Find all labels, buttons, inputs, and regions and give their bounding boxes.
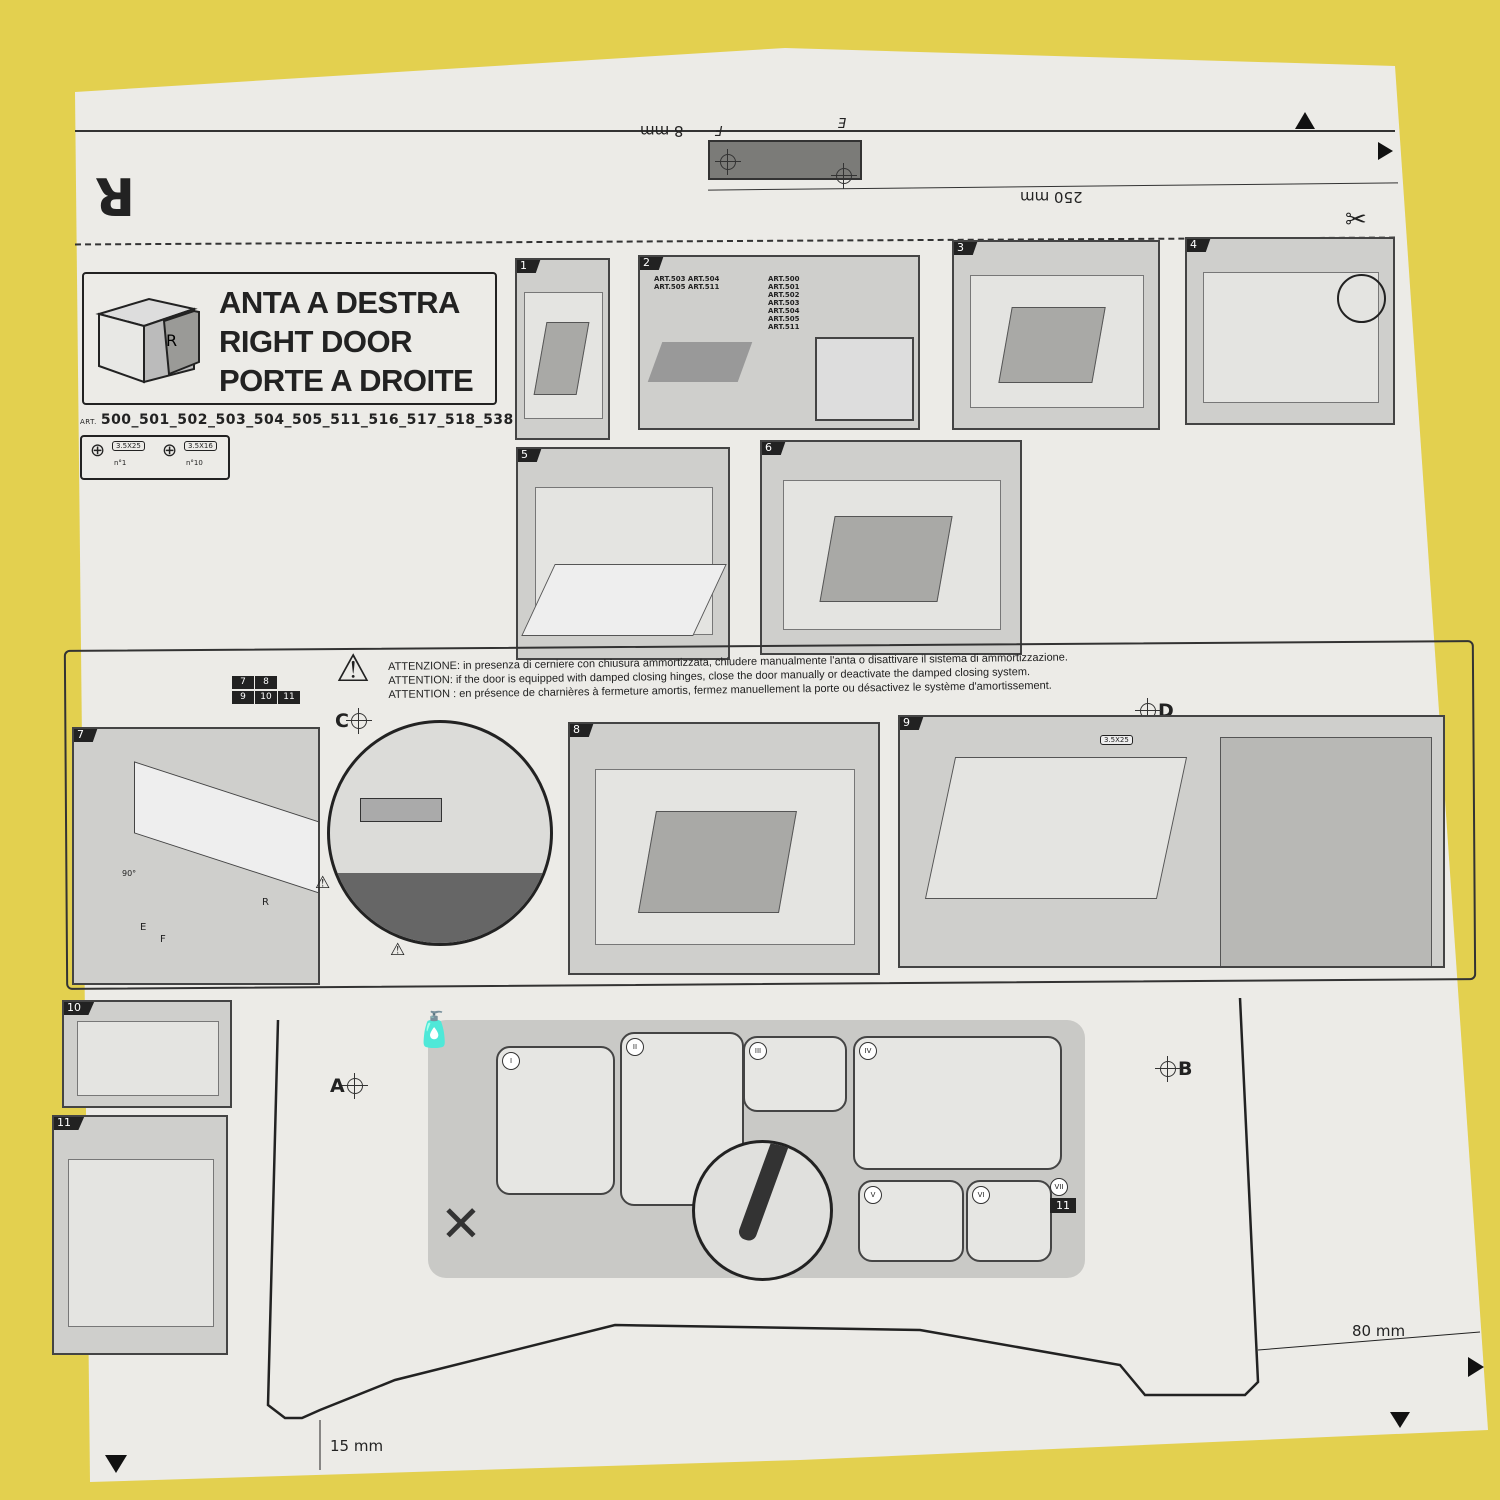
marker-c-label: C <box>335 710 349 732</box>
step-3-panel: 3 <box>952 240 1160 430</box>
cleaning-step-iv: IV <box>853 1036 1062 1170</box>
crosshair-icon <box>341 1073 368 1099</box>
cleaning-step-i: I <box>496 1046 615 1195</box>
step-2-panel: 2 ART.503 ART.504 ART.505 ART.511 ART.50… <box>638 255 920 430</box>
cleaning-step-v: V <box>858 1180 964 1262</box>
hole-marker-e <box>831 163 857 189</box>
screw-qty: n°10 <box>186 459 203 467</box>
cleaning-step-vii: VII 11 <box>1050 1178 1076 1213</box>
step-number: 7 <box>74 729 98 742</box>
step-numeral: VI <box>972 1186 990 1204</box>
crosshair-icon <box>1155 1056 1181 1082</box>
title-english: RIGHT DOOR <box>219 324 413 359</box>
step-numeral: II <box>626 1038 644 1056</box>
applies-step: 8 <box>255 676 277 689</box>
step-number: 1 <box>517 260 541 273</box>
applies-step: 11 <box>278 691 300 704</box>
screw-size: 3.5X25 <box>112 441 145 451</box>
warning-icon: ⚠ <box>390 940 406 960</box>
step-1-panel: 1 <box>515 258 610 440</box>
marker-b: B <box>1155 1056 1193 1082</box>
step-11-panel: 11 <box>52 1115 228 1355</box>
marker-c: C <box>335 708 372 734</box>
screw-qty: n°1 <box>114 459 127 467</box>
step-number: 11 <box>54 1117 85 1130</box>
marker-b-label: B <box>1178 1058 1193 1080</box>
applies-step: 10 <box>255 691 277 704</box>
point-f-label: F <box>160 934 166 945</box>
step-number: 9 <box>900 717 924 730</box>
step-numeral: III <box>749 1042 767 1060</box>
bottom-dimension: 15 mm <box>330 1437 384 1455</box>
scissors-icon: ✂ <box>1345 205 1367 235</box>
step-number: 3 <box>954 242 978 255</box>
alignment-triangle-icon <box>1390 1412 1410 1428</box>
hole-marker-f <box>715 149 741 175</box>
step-4-panel: 4 <box>1185 237 1395 425</box>
marker-a-label: A <box>330 1075 345 1097</box>
cut-guide-line <box>75 130 1395 132</box>
spray-bottle-icon: 🧴 <box>413 1010 456 1050</box>
art-prefix: ART. <box>80 418 97 426</box>
hinge-detail-circle <box>327 720 553 946</box>
title-italian: ANTA A DESTRA <box>219 285 460 320</box>
title-french: PORTE A DROITE <box>219 363 474 398</box>
template-strip <box>708 140 862 189</box>
step-numeral: V <box>864 1186 882 1204</box>
step-number: 10 <box>64 1002 95 1015</box>
screw-size: 3.5X25 <box>1100 735 1133 745</box>
step-reference: 11 <box>1050 1198 1076 1213</box>
screwdriver-detail-circle <box>692 1140 833 1281</box>
alignment-triangle-icon <box>1295 112 1315 129</box>
alignment-triangle-icon <box>105 1455 127 1473</box>
crosshair-icon <box>345 708 372 734</box>
marker-a: A <box>330 1073 368 1099</box>
screw-size: 3.5X16 <box>184 441 217 451</box>
no-solvent-icon: ✕ <box>440 1195 482 1253</box>
warning-icon: ⚠ <box>315 873 331 893</box>
step-5-panel: 5 <box>516 447 730 660</box>
step-numeral: I <box>502 1052 520 1070</box>
side-label: R <box>262 897 269 908</box>
step-numeral: IV <box>859 1042 877 1060</box>
art-list: 500_501_502_503_504_505_511_516_517_518_… <box>100 412 514 428</box>
applies-step: 7 <box>232 676 254 689</box>
screw-icon: ⊕ <box>162 440 178 461</box>
cleaning-step-iii: III <box>743 1036 847 1112</box>
applies-step: 9 <box>232 691 254 704</box>
step-numeral: VII <box>1050 1178 1068 1196</box>
screw-icon: ⊕ <box>90 440 106 461</box>
step-6-panel: 6 <box>760 440 1022 655</box>
point-e-label: E <box>140 922 147 933</box>
cleaning-step-vi: VI <box>966 1180 1052 1262</box>
step-number: 5 <box>518 449 542 462</box>
step-2-art-list-b: ART.500 ART.501 ART.502 ART.503 ART.504 … <box>768 275 800 331</box>
warning-icon: ⚠ <box>336 646 371 690</box>
screw-list: ⊕ 3.5X25 n°1 ⊕ 3.5X16 n°10 <box>80 435 230 480</box>
door-side-title: R ANTA A DESTRA RIGHT DOOR PORTE A DROIT… <box>82 272 497 405</box>
step-9-panel: 9 3.5X25 <box>898 715 1445 968</box>
step-number: 8 <box>570 724 594 737</box>
angle-label: 90° <box>122 869 137 878</box>
alignment-triangle-icon <box>1378 142 1393 160</box>
step-number: 6 <box>762 442 786 455</box>
alignment-triangle-icon <box>1468 1357 1484 1377</box>
cabinet-icon: R <box>95 297 200 384</box>
scissors-detail-icon <box>1337 274 1386 323</box>
screwdriver-icon <box>736 1143 792 1243</box>
right-dimension: 80 mm <box>1352 1322 1406 1340</box>
article-numbers: ART.500_501_502_503_504_505_511_516_517_… <box>80 412 514 428</box>
step-7-panel: 7 90° R E F <box>72 727 320 985</box>
step-8-panel: 8 <box>568 722 880 975</box>
step-number: 2 <box>640 257 664 270</box>
cabinet-letter: R <box>166 331 177 350</box>
step-2-art-list-a: ART.503 ART.504 ART.505 ART.511 <box>654 275 720 291</box>
step-number: 4 <box>1187 239 1211 252</box>
step-10-panel: 10 <box>62 1000 232 1108</box>
